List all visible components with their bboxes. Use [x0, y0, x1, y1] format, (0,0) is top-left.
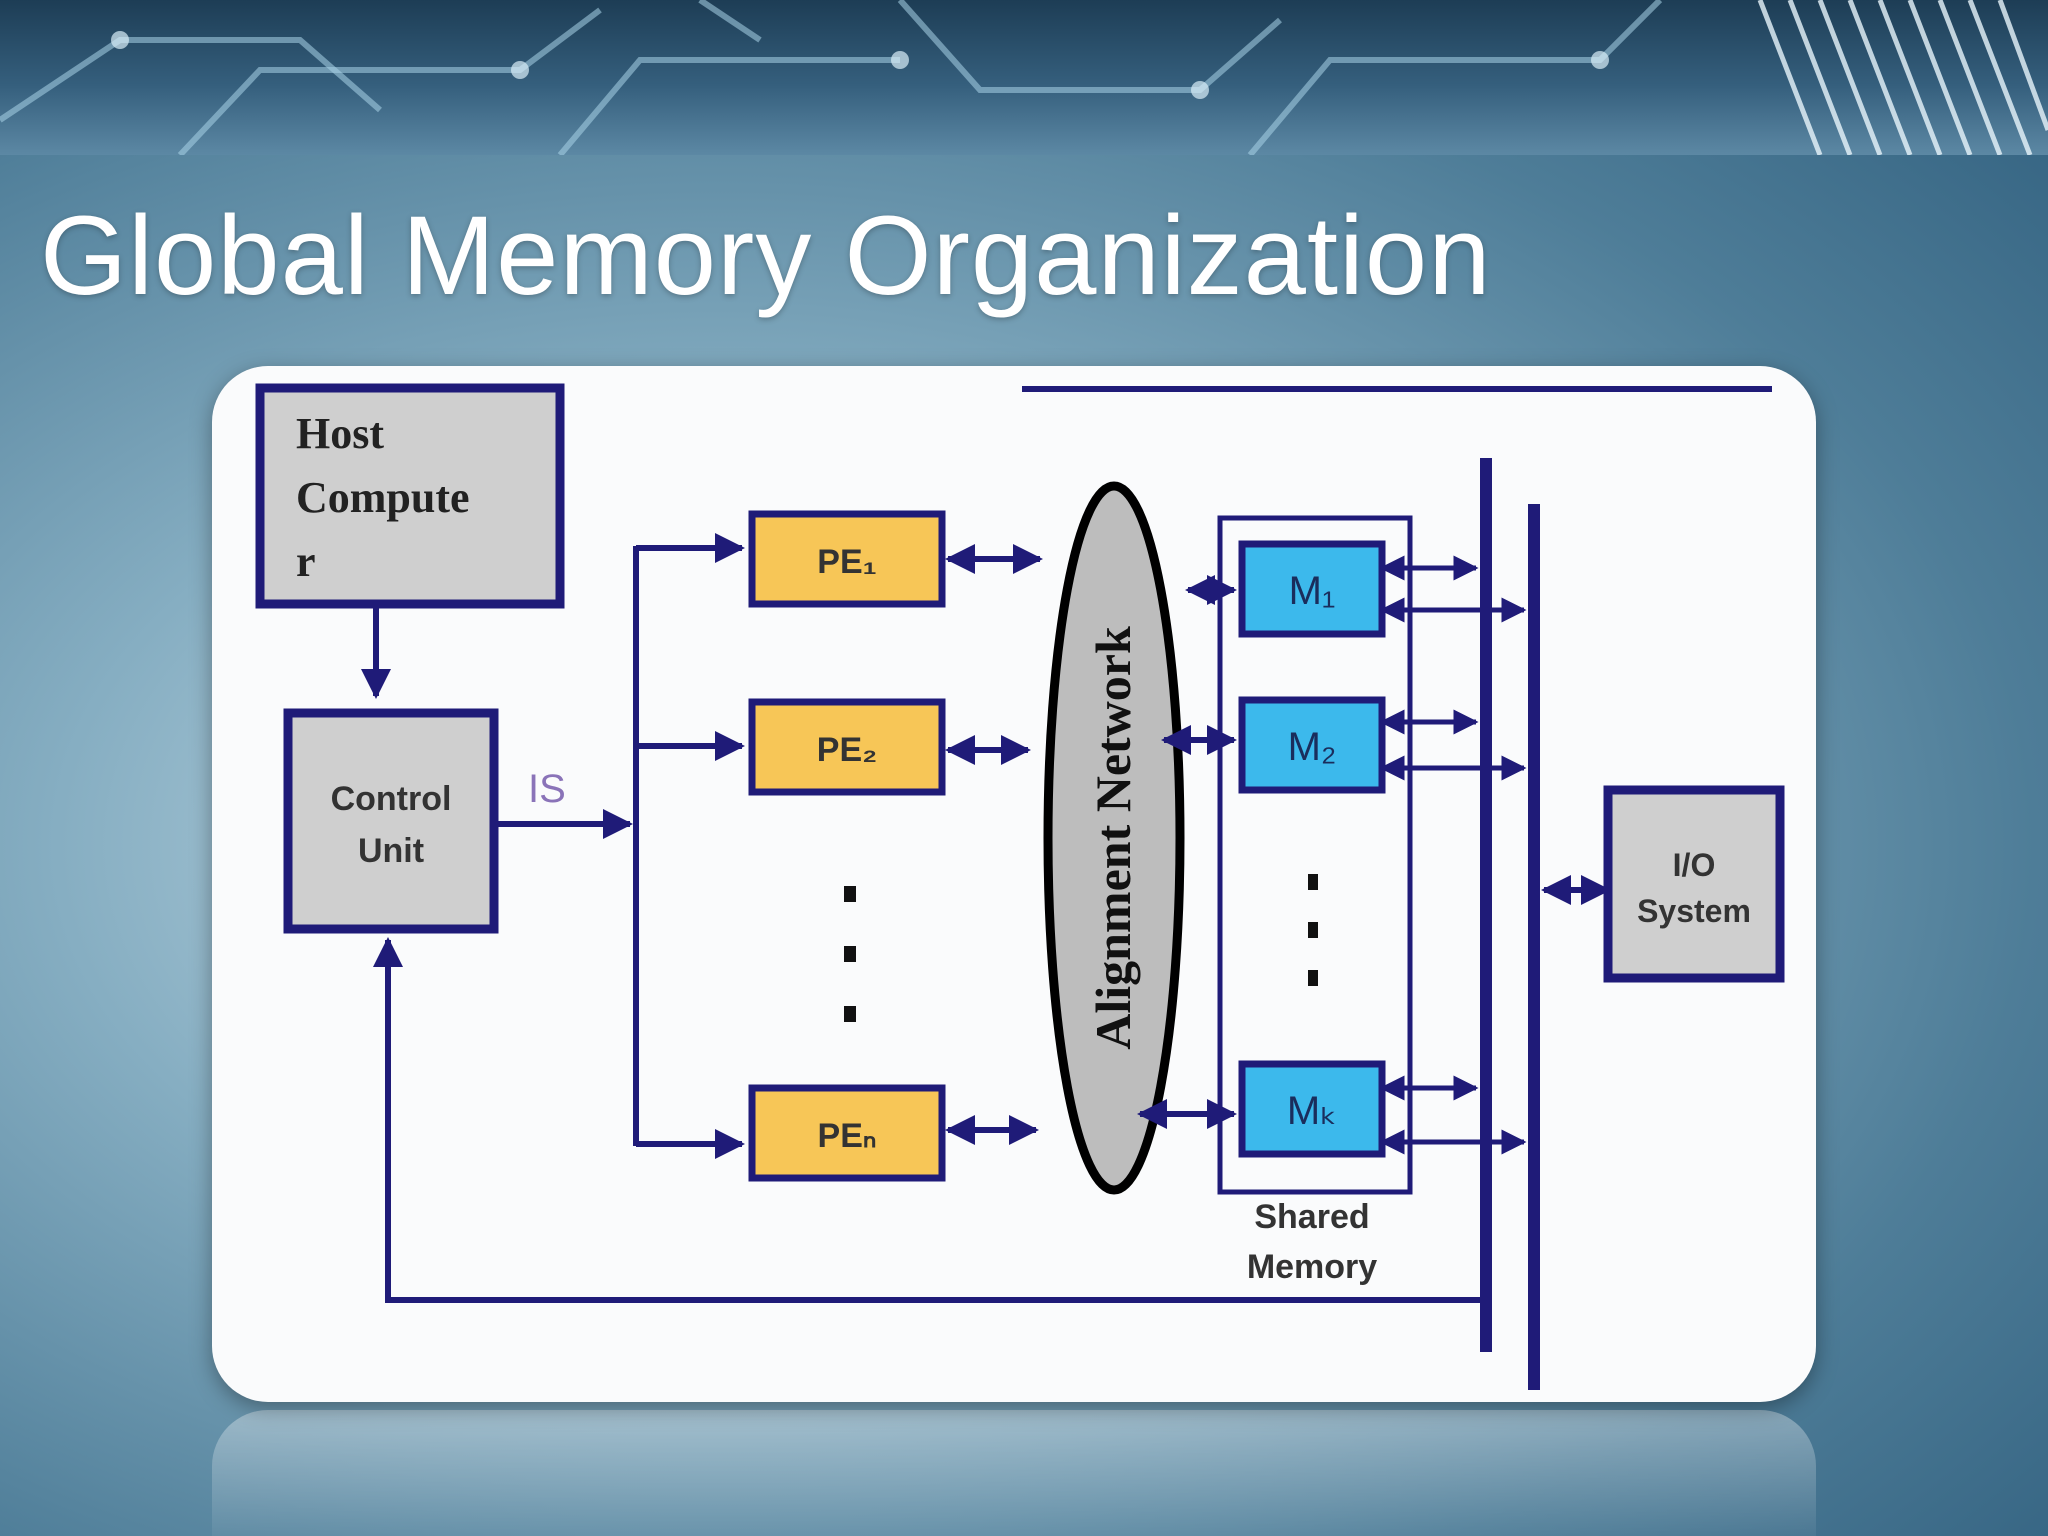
circuit-banner [0, 0, 2048, 155]
io-system-box [1603, 785, 1785, 983]
pe2-box [748, 698, 946, 796]
host-computer-label-line1: Host [296, 409, 384, 458]
is-label: IS [528, 767, 566, 811]
memory-ellipsis-dots [1308, 874, 1318, 986]
control-unit-label-line1: Control [331, 780, 452, 818]
memory-organization-diagram: Host Compute r Control Unit IS PE₁ PE₂ P… [255, 383, 1785, 1390]
slide-title: Global Memory Organization [40, 193, 1492, 318]
circuit-pattern-icon [0, 0, 2048, 155]
alignment-network-label: Alignment Network [1085, 626, 1141, 1050]
pe2-label: PE₂ [817, 731, 877, 769]
host-computer-label-line3: r [296, 537, 316, 586]
control-unit-box [283, 708, 499, 934]
pen-box [748, 1084, 946, 1182]
shared-memory-enclosure [1217, 515, 1413, 1195]
card-reflection [212, 1410, 1816, 1536]
host-computer-label-line2: Compute [296, 473, 470, 522]
mk-box [1238, 1060, 1386, 1158]
io-system-label-line1: I/O [1673, 847, 1716, 883]
m2-label: M₂ [1288, 725, 1337, 769]
m2-box [1238, 696, 1386, 794]
m1-label: M₁ [1289, 569, 1336, 613]
shared-memory-label-line1: Shared [1254, 1198, 1369, 1236]
feedback-to-control-line [373, 937, 1486, 1303]
diagram-card: Host Compute r Control Unit IS PE₁ PE₂ P… [212, 366, 1816, 1402]
pe-ellipsis-dots [844, 886, 856, 1022]
alignment-network-ellipse [1043, 481, 1185, 1195]
m1-box [1238, 540, 1386, 638]
pe1-label: PE₁ [817, 543, 876, 581]
shared-memory-label-line2: Memory [1247, 1248, 1377, 1286]
mk-label: Mₖ [1287, 1089, 1337, 1133]
io-system-label-line2: System [1637, 893, 1751, 929]
host-computer-box [255, 383, 565, 609]
control-unit-label-line2: Unit [358, 832, 424, 870]
pen-label: PEₙ [818, 1117, 877, 1155]
pe1-box [748, 510, 946, 608]
